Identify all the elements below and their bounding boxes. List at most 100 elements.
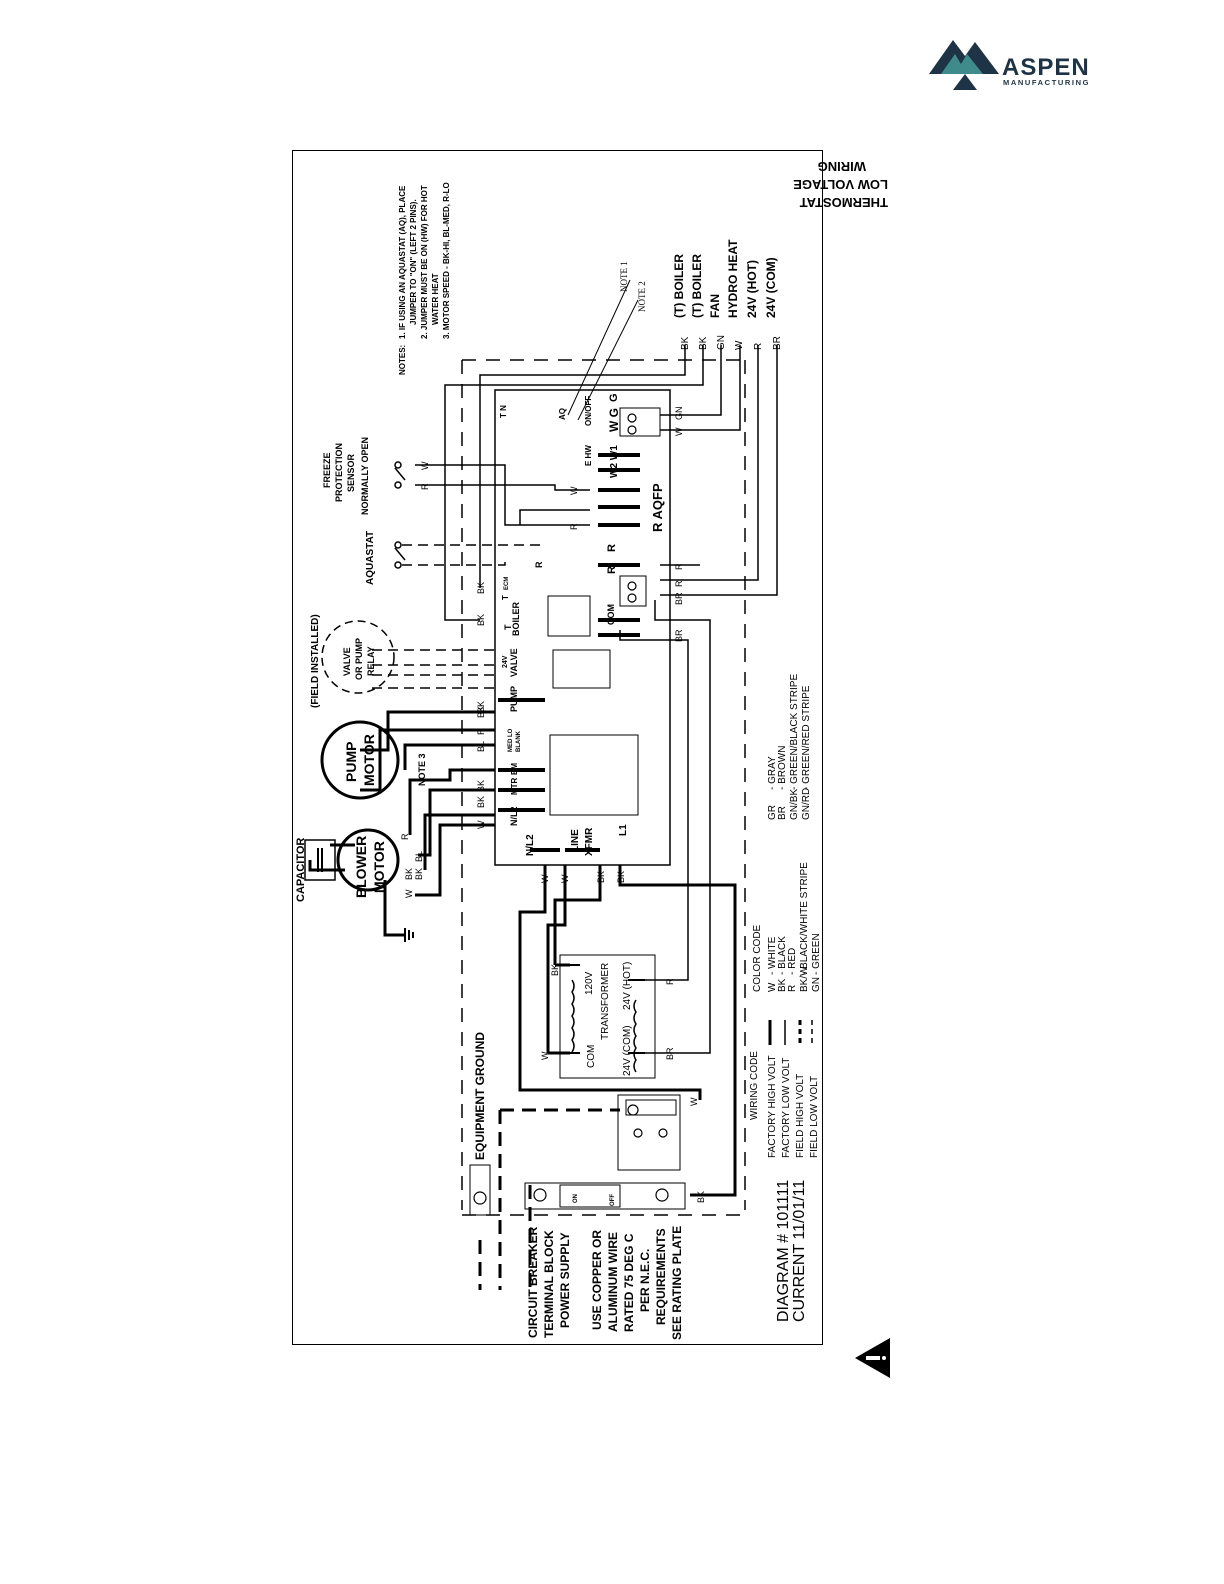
terminal-t-boiler-1: (T) BOILER <box>672 254 686 318</box>
transformer-labels: 120V TRANSFORMER COM 24V (COM) 24V (HOT) <box>584 962 633 1076</box>
terminal-24v-com: 24V (COM) <box>764 257 778 318</box>
valve-label-3: RELAY <box>366 646 376 676</box>
thermostat-title-3: WIRING <box>818 159 866 174</box>
power-line-1: CIRCUIT BREAKER <box>526 1226 540 1338</box>
color-code-title: COLOR CODE <box>752 924 763 992</box>
note-3-label: NOTE 3 <box>417 753 427 786</box>
board-row-t2: T <box>501 595 510 600</box>
breaker-on: ON <box>573 1194 579 1203</box>
power-line-7: RATED 75 DEG C <box>622 1233 636 1332</box>
mountain-logo-icon <box>929 40 999 90</box>
color-code-w-name: - WHITE <box>767 936 778 975</box>
board-g: G <box>608 393 620 402</box>
freeze-label-3: SENSOR <box>346 453 356 492</box>
wire-tag-bk-1: BK <box>680 336 691 350</box>
color-code-bkw-name: - BLACK/WHITE STRIPE <box>799 862 810 975</box>
board-row-pump: PUMP <box>509 686 519 712</box>
board-r-1: R <box>606 544 618 552</box>
board-nl2: N/L2 <box>525 834 536 856</box>
board-ehw: E HW <box>584 445 593 466</box>
board-row-blank: BLANK <box>516 730 522 752</box>
blower-label-2: MOTOR <box>371 841 387 893</box>
color-code-gr-name: - GRAY <box>767 756 778 790</box>
board-row-valve: VALVE <box>509 648 519 677</box>
tag-m21: BK <box>696 1191 706 1203</box>
color-code-legend: COLOR CODE W - WHITE BK - BLACK R - RED … <box>752 674 822 992</box>
bus-tag-1: W <box>476 820 486 829</box>
capacitor-label: CAPACITOR <box>295 838 307 902</box>
terminal-t-boiler-2: (T) BOILER <box>690 254 704 318</box>
color-code-w: W <box>767 982 778 992</box>
board-wg: W G <box>607 408 621 432</box>
pump-label-1: PUMP <box>343 742 359 782</box>
tag-m23: BR <box>665 1047 675 1060</box>
power-line-6: ALUMINUM WIRE <box>606 1232 620 1332</box>
freeze-label-1: FREEZE <box>322 452 332 488</box>
terminal-fan: FAN <box>708 294 722 318</box>
board-r-aqfp: R AQFP <box>650 483 665 532</box>
power-line-2: TERMINAL BLOCK <box>542 1230 556 1338</box>
bus-tag-7: BK <box>476 614 486 626</box>
note-line-4: WATER HEAT <box>431 273 440 325</box>
color-code-gnrd: GN/RD <box>801 788 812 820</box>
wiring-code-2: FACTORY LOW VOLT <box>781 1058 792 1158</box>
tag-m20: BK <box>404 868 414 880</box>
board-row-medlo: MED LO <box>508 728 514 752</box>
wire-tag-w: W <box>734 340 745 350</box>
wiring-code-3: FIELD HIGH VOLT <box>795 1074 806 1158</box>
thermostat-terminals: (T) BOILER (T) BOILER FAN HYDRO HEAT 24V… <box>672 239 778 318</box>
terminal-24v-hot: 24V (HOT) <box>745 260 759 318</box>
transformer-24v-com: 24V (COM) <box>622 1025 633 1076</box>
notes-block: NOTES: 1. IF USING AN AQUASTAT (AQ), PLA… <box>398 182 451 375</box>
diagram-number: DIAGRAM # 101111 <box>775 1180 792 1322</box>
board-r-2: R <box>606 566 618 574</box>
tag-m15: W <box>560 874 570 883</box>
tag-m16: BK <box>414 868 424 880</box>
warning-icon <box>855 1338 890 1378</box>
valve-label-2: OR PUMP <box>354 638 364 680</box>
color-code-bkw: BK/W <box>799 966 810 992</box>
bus-tag-2: BK <box>476 796 486 808</box>
board-l1: L1 <box>618 824 629 836</box>
wire-tag-bk-2: BK <box>698 336 709 350</box>
board-aq: AQ <box>558 408 567 420</box>
bus-tag-6: BK <box>476 706 486 718</box>
tag-m13: BK <box>616 871 626 883</box>
thermostat-title-1: THERMOSTAT <box>800 195 888 210</box>
tag-m19: W <box>404 889 414 898</box>
brand-subtitle: MANUFACTURING <box>1003 78 1091 87</box>
breaker-off: OFF <box>610 1194 616 1206</box>
transformer-120v: 120V <box>584 971 595 995</box>
wire-tag-gn: GN <box>716 335 727 350</box>
color-code-bk: BK <box>777 978 788 992</box>
board-line: LINE <box>570 829 581 852</box>
tag-m18: R <box>400 833 410 840</box>
tag-m4: R <box>674 563 684 570</box>
board-row-boiler: BOILER <box>511 601 521 636</box>
tag-m7: BR <box>674 629 684 642</box>
board-labels: N/L2 LINE XFMR L1 N/L2 MTR EM MED LO BLA… <box>499 393 665 856</box>
power-line-3: POWER SUPPLY <box>558 1232 572 1328</box>
tag-m6: BR <box>674 592 684 605</box>
board-row-ecm: ECM <box>504 577 510 590</box>
tag-m3: R <box>569 523 579 530</box>
board-com: COM <box>606 604 616 625</box>
freeze-label-2: PROTECTION <box>334 443 344 502</box>
transformer-com: COM <box>586 1045 597 1068</box>
valve-label-1: VALVE <box>342 647 352 676</box>
thermostat-title-2: LOW VOLTAGE <box>793 177 888 192</box>
color-code-gnbk-name: - GREEN/BLACK STRIPE <box>789 674 800 790</box>
board-w2w1: W2 W1 <box>609 445 620 478</box>
note-line-5: 3. MOTOR SPEED - BK-HI, BL-MED, R-LO <box>442 182 451 339</box>
tag-m5: R <box>674 580 684 587</box>
board-row-mtr: MTR <box>510 777 519 795</box>
transformer-title: TRANSFORMER <box>600 963 611 1040</box>
power-line-5: USE COPPER OR <box>590 1230 604 1330</box>
thermostat-title: THERMOSTAT LOW VOLTAGE WIRING <box>793 159 888 210</box>
aquastat-label: AQUASTAT <box>365 531 376 585</box>
board-row-nl2: N/L2 <box>509 806 519 826</box>
color-code-gn-name: - GREEN <box>811 933 822 975</box>
tag-m8: W <box>674 427 684 436</box>
tag-m1: R <box>420 483 430 490</box>
